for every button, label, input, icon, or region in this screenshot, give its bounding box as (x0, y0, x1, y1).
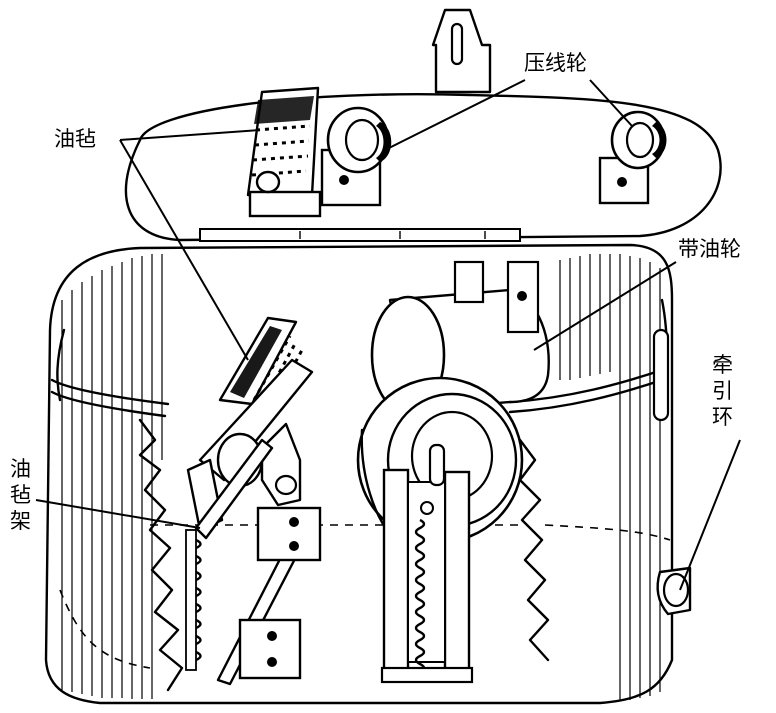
traction-ring (652, 298, 692, 616)
label-traction-ring-3: 环 (712, 405, 733, 429)
leader-pressure-wheel-right (589, 79, 633, 127)
lid-pressure-wheel-left (320, 106, 392, 207)
label-oil-felt: 油毡 (54, 127, 96, 151)
label-traction-ring-2: 引 (712, 379, 733, 403)
label-felt-holder-2: 毡 (10, 483, 31, 507)
leader-pressure-wheel-left (384, 79, 526, 151)
label-felt-holder-3: 架 (10, 509, 31, 533)
label-felt-holder-1: 油 (10, 457, 31, 481)
left-felt-holder (185, 316, 322, 686)
lid-pressure-wheel-right (598, 110, 667, 205)
label-pressure-wheel: 压线轮 (524, 51, 587, 75)
center-felt-holder (380, 443, 474, 684)
label-traction-ring-1: 牵 (712, 353, 733, 377)
lid-latch (431, 8, 492, 94)
leader-oil-felt-body (119, 139, 249, 361)
lid-oil-felt (246, 86, 322, 218)
leader-traction-ring (679, 439, 741, 591)
leader-felt-holder (35, 499, 201, 529)
leader-lines (35, 79, 741, 591)
leader-oil-felt-lid (119, 129, 261, 141)
leader-oil-wheel (533, 261, 677, 351)
label-oil-wheel: 带油轮 (678, 237, 741, 261)
